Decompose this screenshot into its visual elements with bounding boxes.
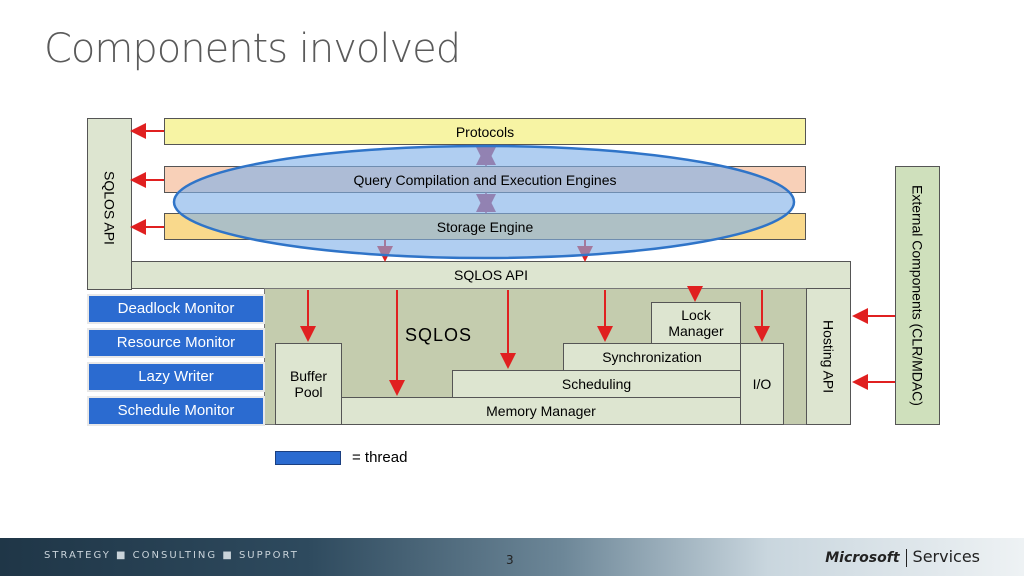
external-components-label: External Components (CLR/MDAC) bbox=[909, 185, 926, 406]
deadlock-monitor-label: Deadlock Monitor bbox=[117, 300, 235, 317]
brand-divider bbox=[905, 548, 907, 567]
lazy-writer-label: Lazy Writer bbox=[138, 368, 214, 385]
deadlock-monitor-thread: Deadlock Monitor bbox=[87, 294, 265, 324]
lazy-writer-thread: Lazy Writer bbox=[87, 362, 265, 392]
lock-manager-label-line2: Manager bbox=[668, 323, 724, 339]
sqlos-api-bar-label: SQLOS API bbox=[454, 267, 528, 283]
sqlos-api-bar: SQLOS API bbox=[131, 261, 851, 289]
io-label: I/O bbox=[752, 376, 772, 392]
query-engines-label: Query Compilation and Execution Engines bbox=[353, 172, 617, 188]
sqlos-label: SQLOS bbox=[405, 325, 473, 345]
buffer-pool-label-line2: Pool bbox=[294, 384, 323, 400]
microsoft-logo: Microsoft bbox=[825, 550, 900, 566]
synchronization-label: Synchronization bbox=[602, 349, 702, 365]
protocols-box: Protocols bbox=[164, 118, 806, 145]
memory-manager-label: Memory Manager bbox=[486, 403, 596, 419]
hosting-api-label: Hosting API bbox=[820, 319, 837, 394]
external-components-box: External Components (CLR/MDAC) bbox=[895, 166, 940, 425]
synchronization-box: Synchronization bbox=[563, 343, 741, 371]
memory-manager-box: Memory Manager bbox=[341, 397, 741, 425]
protocols-label: Protocols bbox=[455, 123, 515, 140]
engines-highlight-ellipse bbox=[172, 144, 796, 260]
resource-monitor-label: Resource Monitor bbox=[116, 334, 236, 351]
io-box: I/O bbox=[740, 343, 784, 425]
slide-title: Components involved bbox=[44, 26, 461, 72]
schedule-monitor-label: Schedule Monitor bbox=[117, 402, 235, 419]
resource-monitor-thread: Resource Monitor bbox=[87, 328, 265, 358]
legend-thread-label: = thread bbox=[352, 449, 408, 466]
legend-thread-swatch bbox=[275, 451, 341, 465]
buffer-pool-label-line1: Buffer bbox=[289, 368, 328, 384]
hosting-api-box: Hosting API bbox=[806, 288, 851, 425]
lock-manager-label-line1: Lock bbox=[681, 307, 711, 323]
footer-tagline: STRATEGY ■ CONSULTING ■ SUPPORT bbox=[44, 550, 299, 561]
page-number: 3 bbox=[506, 553, 514, 567]
schedule-monitor-thread: Schedule Monitor bbox=[87, 396, 265, 426]
buffer-pool-box: Buffer Pool bbox=[275, 343, 342, 425]
brand-block: Microsoft Services bbox=[825, 547, 980, 567]
scheduling-label: Scheduling bbox=[561, 376, 632, 392]
storage-engine-label: Storage Engine bbox=[436, 219, 534, 235]
slide-footer: STRATEGY ■ CONSULTING ■ SUPPORT 3 Micros… bbox=[0, 538, 1024, 576]
scheduling-box: Scheduling bbox=[452, 370, 741, 398]
lock-manager-box: Lock Manager bbox=[651, 302, 741, 344]
brand-service: Services bbox=[912, 547, 980, 566]
sqlos-api-column-label: SQLOS API bbox=[101, 171, 118, 245]
sqlos-api-column: SQLOS API bbox=[87, 118, 132, 290]
